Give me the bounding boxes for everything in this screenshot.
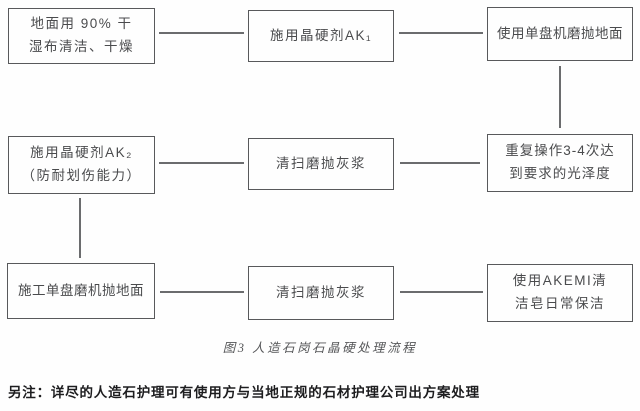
flow-box-single-disc-polish: 施工单盘磨机抛地面 [7,263,155,319]
flow-box-apply-ak1: 施用晶硬剂AK₁ [248,10,394,62]
flow-box-sweep-slurry-2: 清扫磨抛灰浆 [248,266,394,320]
flow-box-sweep-slurry-1: 清扫磨抛灰浆 [248,138,394,190]
figure-caption: 图3 人造石岗石晶硬处理流程 [222,341,418,355]
flow-box-repeat-3-4-times: 重复操作3-4次达 到要求的光泽度 [487,134,633,192]
flow-box-apply-ak2: 施用晶硬剂AK₂ （防耐划伤能力） [8,136,155,194]
connector-clean-to-ak1 [159,32,244,34]
flow-box-akemi-daily-clean: 使用AKEMI清 洁皂日常保洁 [487,264,633,322]
flow-box-clean-floor: 地面用 90% 干 湿布清洁、干燥 [8,8,155,64]
connector-ak2-to-sweep1 [159,162,244,164]
connector-sweep1-to-repeat [400,162,480,164]
connector-ak2-to-single-disc [79,198,81,258]
footnote: 另注：详尽的人造石护理可有使用方与当地正规的石材护理公司出方案处理 [8,385,480,400]
connector-ak1-to-polish [399,32,483,34]
connector-sweep2-to-akemi [400,291,483,293]
connector-single-disc-to-sweep2 [160,291,244,293]
connector-polish-to-repeat [559,66,561,128]
flow-box-machine-polish-floor: 使用单盘机磨抛地面 [487,7,633,61]
